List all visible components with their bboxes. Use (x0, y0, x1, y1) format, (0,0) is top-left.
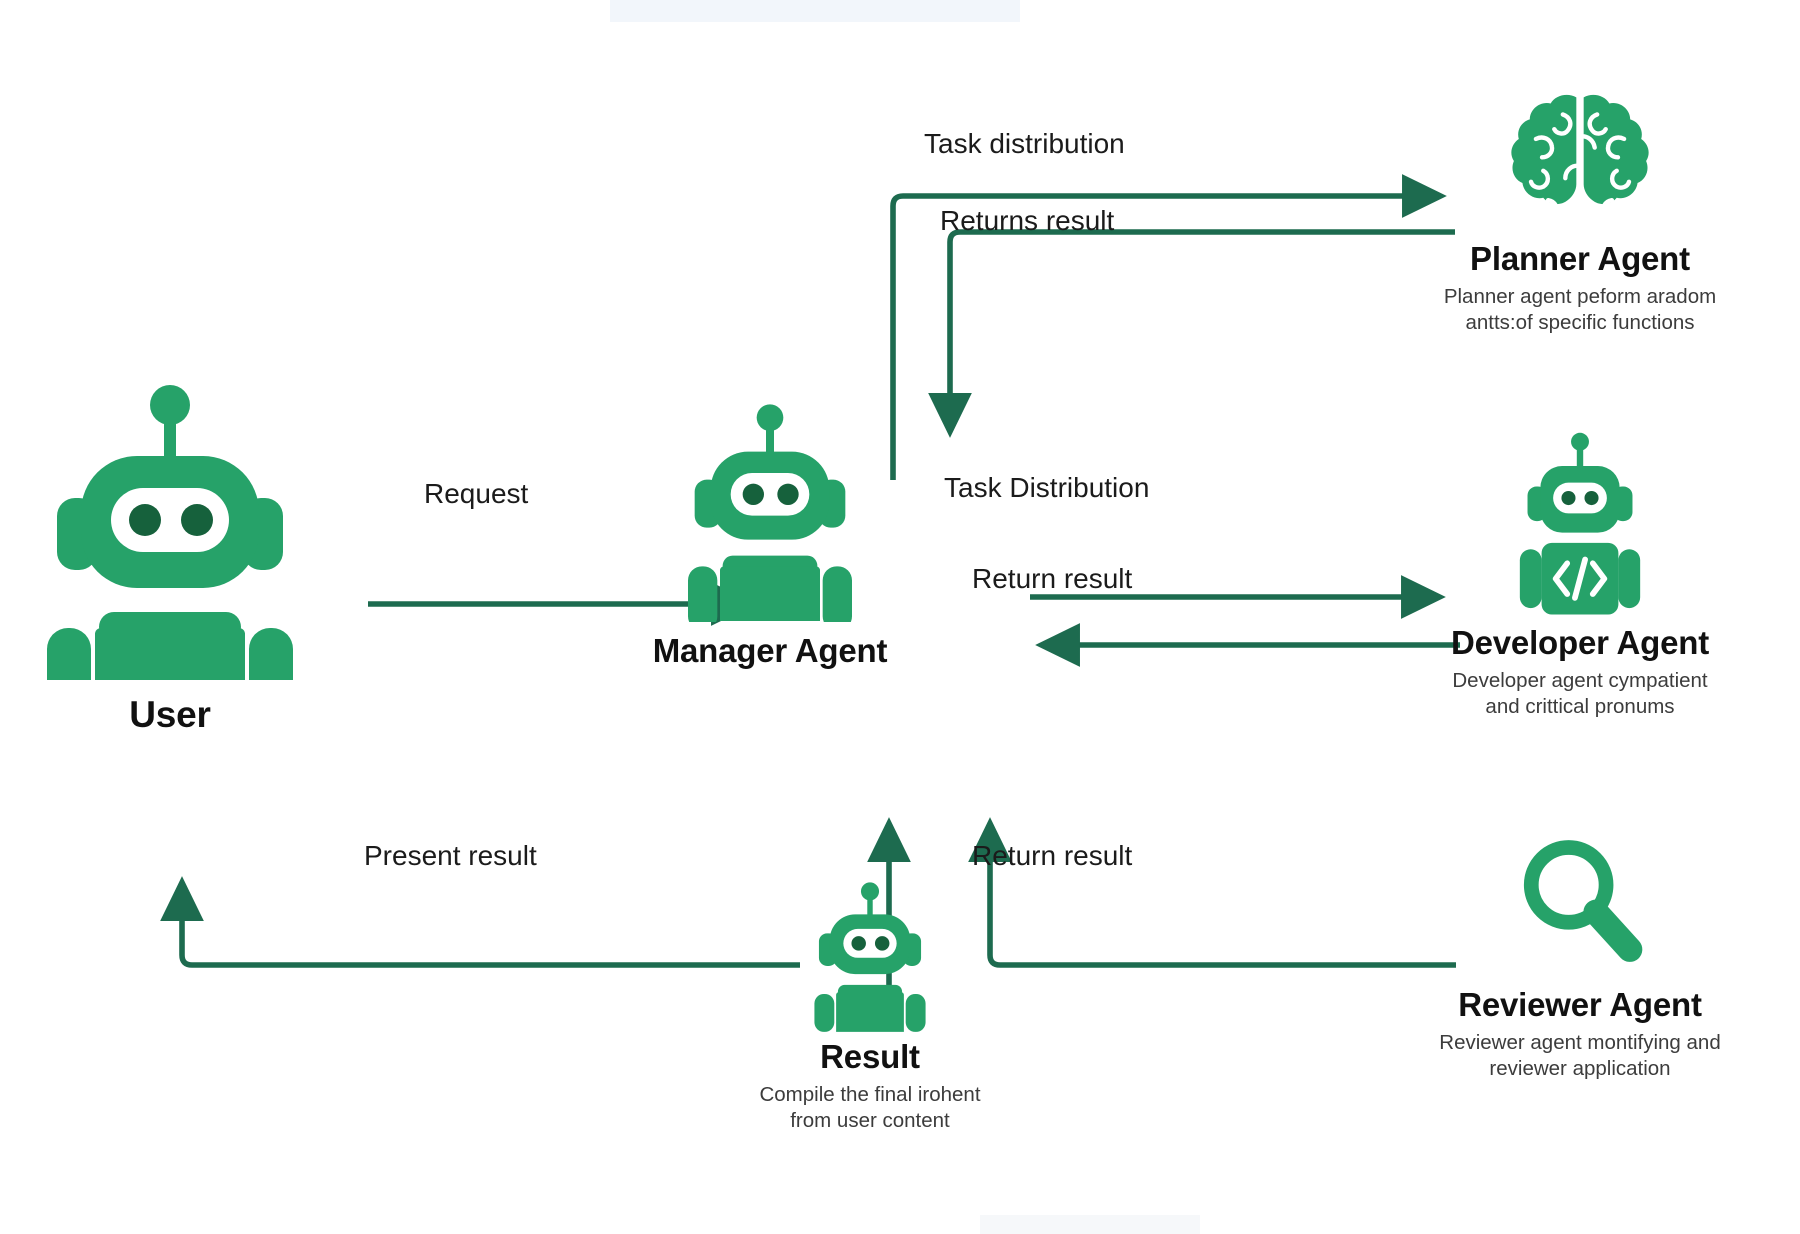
node-result-title: Result (820, 1038, 920, 1075)
edge-result-to-user (160, 876, 800, 968)
node-planner-agent-title: Planner Agent (1470, 240, 1690, 277)
robot-icon (47, 385, 293, 680)
bottom-tint-band (980, 1215, 1200, 1234)
node-planner-agent-desc: Planner agent peform aradom antts:of spe… (1390, 284, 1770, 336)
edge-label-task-distribution-top: Task distribution (924, 128, 1125, 159)
edge-planner-to-manager (928, 229, 1455, 438)
node-reviewer-agent-title: Reviewer Agent (1458, 986, 1702, 1023)
developer-icon-wrap (1380, 430, 1780, 616)
edge-label-returns-result: Returns result (940, 205, 1115, 236)
node-developer-desc-line1: Developer agent cympatient (1452, 669, 1708, 692)
node-developer-agent-title: Developer Agent (1450, 624, 1709, 661)
magnifier-icon (1523, 840, 1643, 962)
edge-label-request: Request (424, 478, 529, 509)
node-reviewer-agent[interactable]: Reviewer Agent Reviewer agent montifying… (1370, 830, 1790, 1082)
node-reviewer-desc-line1: Reviewer agent montifying and (1439, 1031, 1721, 1054)
edge-manager-to-planner (890, 174, 1447, 480)
node-planner-agent[interactable]: Planner Agent Planner agent peform arado… (1390, 90, 1770, 336)
node-result-desc: Compile the final irohent from user cont… (660, 1082, 1080, 1134)
planner-icon-wrap (1390, 90, 1770, 232)
node-developer-desc-line2: and crittical pronums (1485, 695, 1675, 719)
manager-icon-wrap (620, 400, 920, 622)
edge-label-return-result-bottom: Return result (972, 840, 1133, 871)
edge-label-task-distribution-mid: Task Distribution (944, 472, 1150, 503)
node-planner-desc-line1: Planner agent peform aradom (1443, 285, 1717, 308)
node-manager-agent-title: Manager Agent (652, 632, 888, 669)
brain-icon (1511, 94, 1649, 230)
edge-label-present-result: Present result (364, 840, 537, 871)
node-result[interactable]: Result Compile the final irohent from us… (660, 880, 1080, 1134)
node-planner-desc-line2: antts:of specific functions (1465, 311, 1695, 335)
top-tint-band (610, 0, 1020, 22)
user-icon-wrap (20, 380, 320, 680)
edge-label-return-result-mid: Return result (972, 563, 1133, 594)
reviewer-icon-wrap (1370, 830, 1790, 976)
node-user-title: User (129, 694, 211, 735)
node-result-desc-line2: from user content (790, 1109, 950, 1133)
node-result-desc-line1: Compile the final irohent (759, 1083, 981, 1106)
node-manager-agent[interactable]: Manager Agent (620, 400, 920, 670)
robot-icon (688, 404, 852, 622)
node-reviewer-desc-line2: reviewer application (1489, 1057, 1671, 1081)
edge-reviewer-to-manager (968, 817, 1456, 968)
node-reviewer-agent-desc: Reviewer agent montifying and reviewer a… (1370, 1030, 1790, 1082)
robot-code-icon (1519, 432, 1641, 615)
node-user[interactable]: User (20, 380, 320, 736)
node-developer-agent[interactable]: Developer Agent Developer agent cympatie… (1380, 430, 1780, 720)
result-icon-wrap (660, 880, 1080, 1032)
robot-icon (814, 882, 926, 1032)
node-developer-agent-desc: Developer agent cympatient and crittical… (1380, 668, 1780, 720)
